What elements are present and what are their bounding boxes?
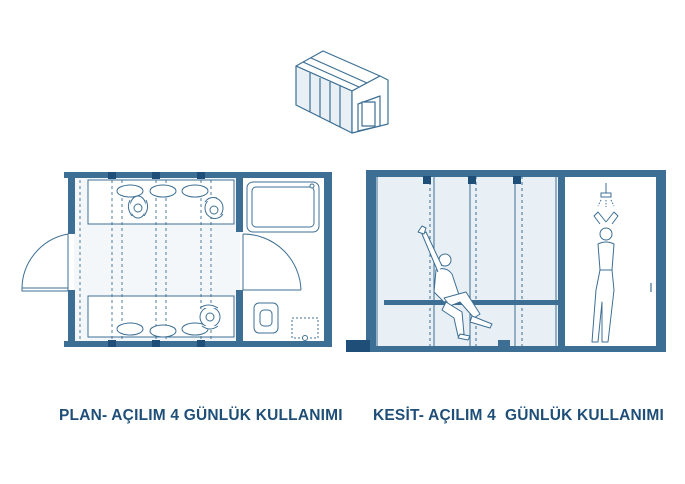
section-base [346,340,370,352]
plan-wall-partition-bottom [236,290,243,347]
section-step [498,340,510,346]
section-posts [423,176,521,184]
plan-wall-left-top [68,172,75,234]
section-roof [366,170,666,177]
axonometric-module-view [295,50,389,134]
section-person-standing [591,211,619,343]
section-wall-left [366,170,376,350]
toilet-icon [253,302,279,334]
plan-person-3 [199,304,221,330]
plan-person-2 [204,197,224,219]
plan-cushions-bottom [116,322,209,338]
section-caption: KESİT- AÇILIM 4 GÜNLÜK KULLANIMI [373,407,665,424]
section-person-seated [417,225,493,341]
plan-posts [108,172,205,347]
plan-wall-bath-bottom [236,341,332,347]
shower-head-icon [597,183,615,207]
plan-door [21,233,69,292]
plan-bathroom [242,181,320,291]
plan-view [21,172,332,347]
plan-caption: PLAN- AÇILIM 4 GÜNLÜK KULLANIMI [59,407,343,424]
plan-wall-partition-top [236,172,243,232]
section-floor [346,346,666,352]
shower-drain-icon [291,317,319,341]
section-partition [558,177,565,350]
plan-cushions-top [116,184,209,198]
plan-person-1 [127,195,149,219]
section-view [346,170,666,352]
plan-wall-right [324,172,332,347]
section-glass-area [375,176,558,346]
plan-wall-bath-top [236,172,332,178]
plan-wall-left-bottom [68,290,75,347]
section-wall-right [656,170,666,350]
